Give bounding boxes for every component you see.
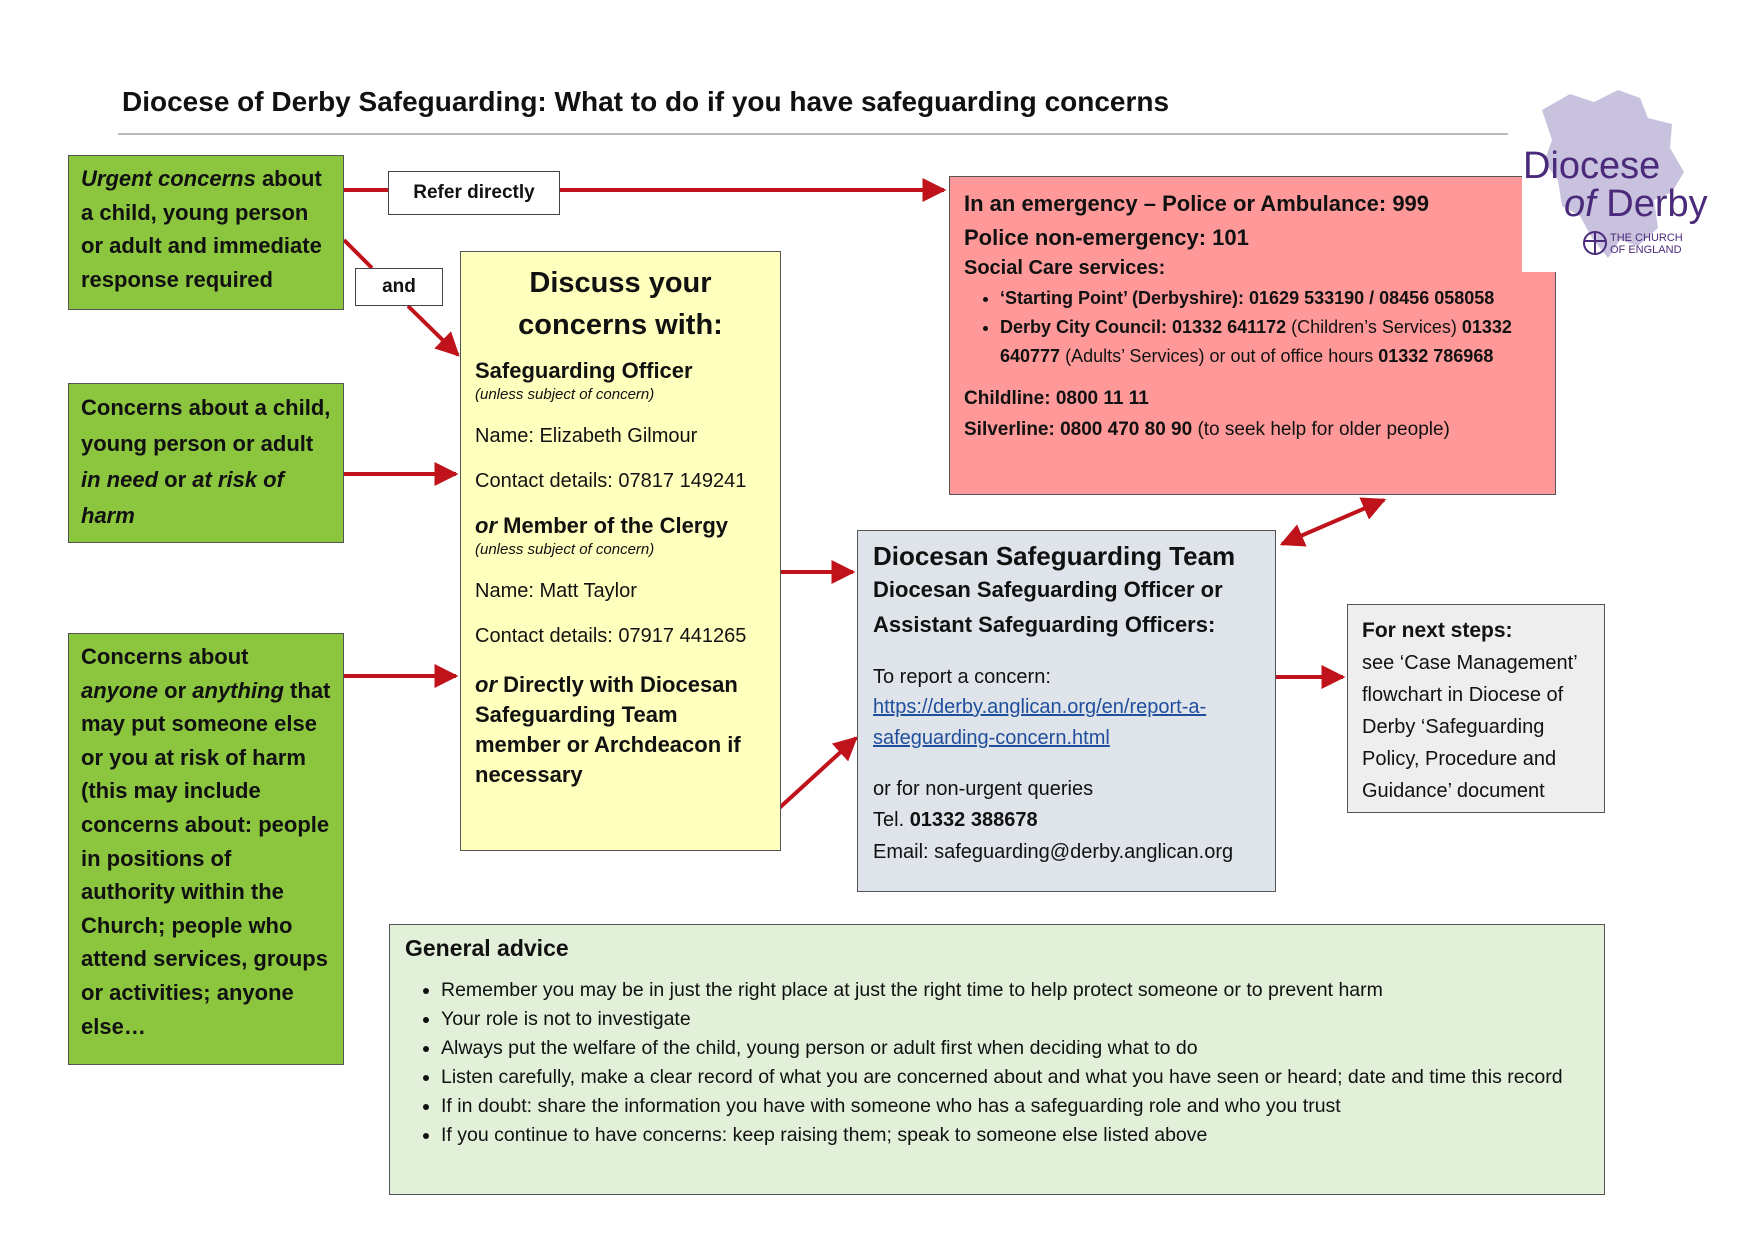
diocesan-team-box: Diocesan Safeguarding Team Diocesan Safe…	[857, 530, 1276, 892]
safeguarding-officer-title: Safeguarding Officer	[475, 358, 693, 383]
silverline-note: (to seek help for older people)	[1192, 419, 1450, 440]
clergy-unless-note: (unless subject of concern)	[475, 541, 655, 558]
adults-services: (Adults’ Services) or out of office hour…	[1060, 346, 1379, 366]
advice-item: Your role is not to investigate	[441, 1005, 1589, 1034]
anyone-text-c: or	[158, 677, 193, 703]
logo-of: of	[1564, 183, 1596, 225]
general-advice-box: General advice Remember you may be in ju…	[389, 924, 1605, 1195]
need-text-d: at risk of harm	[81, 467, 284, 528]
social-care-heading: Social Care services:	[964, 257, 1166, 279]
anyone-text-d: anything	[192, 677, 284, 703]
clergy-title: or Member of the Clergy	[475, 513, 766, 539]
anyone-anything-box: Concerns about anyone or anything that m…	[68, 633, 344, 1065]
need-risk-box: Concerns about a child, young person or …	[68, 383, 344, 543]
urgent-em: Urgent concerns	[81, 166, 256, 191]
advice-item: Remember you may be in just the right pl…	[441, 976, 1589, 1005]
need-text-a: Concerns about a child, young person or …	[81, 395, 331, 456]
advice-item: Always put the welfare of the child, you…	[441, 1034, 1589, 1063]
emergency-999: In an emergency – Police or Ambulance: 9…	[964, 191, 1430, 216]
out-of-hours-number: 01332 786968	[1378, 346, 1494, 366]
arrow-direct-team	[774, 736, 858, 813]
direct-text: Directly with Diocesan Safeguarding Team…	[475, 672, 741, 787]
clergy-title-text: Member of the Clergy	[497, 513, 729, 538]
logo-of-derby: of Derby	[1564, 184, 1708, 224]
tel-number: 01332 388678	[909, 809, 1038, 831]
arrow-team-emergency	[1279, 497, 1387, 547]
coe-line1: THE CHURCH	[1610, 232, 1683, 244]
advice-item: If you continue to have concerns: keep r…	[441, 1121, 1589, 1150]
officer-name: Name: Elizabeth Gilmour	[475, 425, 698, 447]
direct-or: or	[475, 672, 497, 697]
arrow-and-discuss	[406, 304, 460, 357]
next-steps-title: For next steps:	[1362, 619, 1513, 642]
logo-derby: Derby	[1595, 183, 1708, 225]
advice-item: If in doubt: share the information you h…	[441, 1092, 1589, 1121]
anyone-text-e: that may put someone else or you at risk…	[81, 677, 331, 1039]
officer-unless-note: (unless subject of concern)	[475, 386, 655, 403]
advice-item: Listen carefully, make a clear record of…	[441, 1063, 1589, 1092]
clergy-or: or	[475, 513, 497, 538]
emergency-contacts-box: In an emergency – Police or Ambulance: 9…	[949, 176, 1556, 495]
report-label: To report a concern:	[873, 666, 1051, 688]
direct-team-text: or Directly with Diocesan Safeguarding T…	[475, 670, 766, 790]
and-label: and	[355, 268, 443, 306]
title-divider	[118, 133, 1508, 135]
officer-contact: Contact details: 07817 149241	[475, 470, 747, 492]
need-text-b: in need	[81, 467, 159, 492]
advice-list: Remember you may be in just the right pl…	[405, 976, 1589, 1150]
report-concern-link[interactable]: https://derby.anglican.org/en/report-a-s…	[873, 696, 1207, 749]
urgent-concerns-box: Urgent concerns about a child, young per…	[68, 155, 344, 310]
page-title: Diocese of Derby Safeguarding: What to d…	[122, 86, 1170, 117]
clergy-contact: Contact details: 07917 441265	[475, 625, 747, 647]
diocese-of-derby-logo: Diocese of Derby THE CHURCH OF ENGLAND	[1522, 88, 1720, 272]
church-of-england-icon	[1583, 231, 1607, 255]
social-care-list: ‘Starting Point’ (Derbyshire): 01629 533…	[964, 284, 1541, 371]
discuss-heading: Discuss your concerns with:	[518, 267, 723, 341]
next-steps-body: see ‘Case Management’ flowchart in Dioce…	[1362, 652, 1577, 802]
team-title: Diocesan Safeguarding Team	[873, 541, 1236, 571]
anyone-text-a: Concerns about	[81, 644, 249, 669]
silverline: Silverline: 0800 470 80 90 (to seek help…	[964, 415, 1541, 445]
adults-number: 01332 640777	[1000, 317, 1512, 366]
anyone-text-b: anyone	[81, 677, 159, 703]
team-email: Email: safeguarding@derby.anglican.org	[873, 841, 1234, 863]
starting-point-item: ‘Starting Point’ (Derbyshire): 01629 533…	[1000, 284, 1541, 313]
team-subtitle: Diocesan Safeguarding Officer or Assista…	[873, 577, 1223, 637]
clergy-name: Name: Matt Taylor	[475, 580, 637, 602]
tel-label: Tel.	[873, 809, 910, 831]
coe-line2: OF ENGLAND	[1610, 244, 1682, 256]
logo-diocese: Diocese	[1523, 145, 1661, 187]
silverline-number: Silverline: 0800 470 80 90	[964, 419, 1193, 440]
police-non-emergency: Police non-emergency: 101	[964, 225, 1249, 250]
arrow-urgent-and	[342, 238, 374, 270]
non-urgent-label: or for non-urgent queries	[873, 778, 1094, 800]
derby-city-item: Derby City Council: 01332 641172 (Childr…	[1000, 313, 1541, 371]
refer-directly-label: Refer directly	[388, 171, 560, 215]
discuss-box: Discuss your concerns with: Safeguarding…	[460, 251, 781, 851]
derbyshire-map-icon	[1542, 90, 1684, 258]
derby-city-number: Derby City Council: 01332 641172	[1000, 317, 1287, 337]
childline: Childline: 0800 11 11	[964, 388, 1149, 409]
urgent-text: about a child, young person or adult and…	[81, 166, 322, 292]
team-phone: Tel. 01332 388678	[873, 804, 1260, 836]
childrens-services: (Children’s Services)	[1286, 317, 1457, 337]
general-advice-title: General advice	[405, 935, 569, 961]
next-steps-box: For next steps: see ‘Case Management’ fl…	[1347, 604, 1605, 813]
need-text-c: or	[158, 467, 193, 492]
